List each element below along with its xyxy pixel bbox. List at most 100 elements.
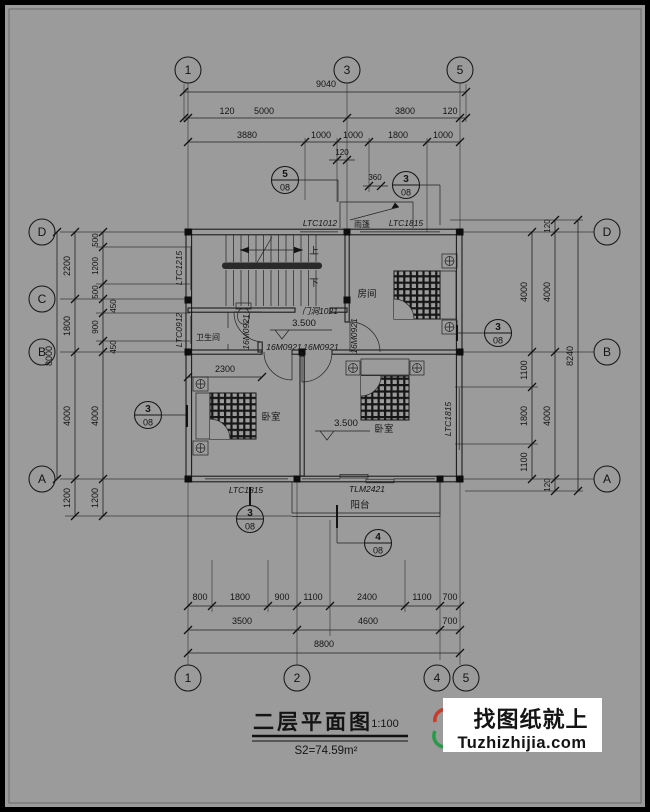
staircase bbox=[222, 235, 322, 306]
level-value: 3.500 bbox=[292, 318, 316, 329]
svg-text:B: B bbox=[38, 345, 46, 359]
svg-text:3: 3 bbox=[145, 404, 151, 415]
stair-handrail bbox=[222, 262, 322, 269]
dim: 700 bbox=[442, 592, 457, 602]
window-label: LTC1215 bbox=[174, 251, 184, 286]
watermark-site-link[interactable]: Tuzhizhijia.com bbox=[457, 734, 586, 752]
dim: 1100 bbox=[519, 360, 529, 379]
svg-text:A: A bbox=[38, 472, 46, 486]
detail-bubble: 308 bbox=[483, 318, 513, 348]
canopy-label: 雨篷 bbox=[354, 219, 370, 229]
svg-text:08: 08 bbox=[401, 188, 411, 198]
dim: 450 bbox=[109, 340, 118, 354]
svg-text:D: D bbox=[38, 225, 47, 239]
bed-fold bbox=[394, 299, 414, 319]
watermark-slogan: 找图纸就上 bbox=[473, 707, 588, 732]
dim: 1800 bbox=[230, 592, 250, 602]
bed-bedroom-right bbox=[345, 358, 425, 421]
svg-text:08: 08 bbox=[373, 546, 383, 556]
axis-bubble-bottom-5: 5 bbox=[452, 664, 480, 692]
dim: 1000 bbox=[343, 130, 363, 140]
axis-bubble-left-C: C bbox=[28, 285, 56, 313]
bedroom-label: 卧室 bbox=[261, 411, 280, 423]
drawing-scale: 1:100 bbox=[371, 718, 399, 730]
watermark-background bbox=[443, 698, 602, 752]
svg-text:08: 08 bbox=[280, 183, 290, 193]
window-label: LTC1012 bbox=[303, 218, 338, 228]
detail-bubble: 308 bbox=[391, 170, 421, 200]
dim: 120 bbox=[442, 106, 457, 116]
stair-arrow-icon bbox=[240, 246, 249, 254]
door-label: 16M0921 bbox=[303, 342, 339, 352]
opening-labels: LTC1012 雨篷 LTC1815 LTC1215 LTC0912 LTC18… bbox=[174, 218, 453, 495]
dim: 4000 bbox=[542, 282, 552, 302]
dim: 1100 bbox=[412, 592, 431, 602]
dim: 900 bbox=[91, 320, 100, 334]
door-label: 16M0921 bbox=[349, 318, 359, 354]
dim-right-total: 8240 bbox=[565, 346, 575, 366]
dim: 1800 bbox=[388, 130, 408, 140]
dim: 120 bbox=[543, 219, 552, 233]
svg-text:B: B bbox=[603, 345, 611, 359]
dim: 4000 bbox=[62, 406, 72, 426]
window-label: LTC0912 bbox=[174, 313, 184, 348]
svg-text:2: 2 bbox=[294, 671, 301, 685]
dim: 1200 bbox=[62, 488, 72, 508]
dim: 450 bbox=[109, 299, 118, 313]
dim-bed-wall: 2300 bbox=[215, 364, 235, 374]
dim-left-total: 8000 bbox=[44, 346, 54, 366]
dim: 500 bbox=[91, 285, 100, 299]
window-label: LTC1815 bbox=[389, 218, 424, 228]
door-label: 16M0921 bbox=[241, 314, 251, 350]
svg-text:08: 08 bbox=[493, 336, 503, 346]
level-marker-bedroom: 3.500 bbox=[315, 418, 370, 441]
dim: 1200 bbox=[91, 257, 100, 275]
dim: 1000 bbox=[311, 130, 331, 140]
svg-text:4: 4 bbox=[375, 532, 381, 543]
svg-text:3: 3 bbox=[495, 322, 501, 333]
canopy bbox=[339, 201, 414, 228]
dim-bottom-total: 8800 bbox=[314, 639, 334, 649]
bed-fold bbox=[210, 419, 230, 439]
window-label: LTC1815 bbox=[443, 402, 453, 437]
dim: 3880 bbox=[237, 130, 257, 140]
sliding-door-leaf bbox=[339, 474, 369, 479]
svg-text:08: 08 bbox=[143, 418, 153, 428]
room-label: 房间 bbox=[357, 288, 376, 300]
stair-down-label: 下 bbox=[309, 278, 319, 289]
dim: 2400 bbox=[357, 592, 377, 602]
balcony-label: 阳台 bbox=[350, 499, 369, 511]
axis-bubble-bottom-2: 2 bbox=[283, 664, 311, 692]
axis-bubble-top-3: 3 bbox=[333, 56, 361, 84]
balcony-railing bbox=[291, 481, 441, 517]
dim: 4000 bbox=[90, 406, 100, 426]
toilet-icon bbox=[235, 302, 252, 325]
axis-bubble-left-B: B bbox=[28, 338, 56, 366]
svg-text:3: 3 bbox=[403, 174, 409, 185]
axis-bubbles: 1 3 5 1 2 4 5 D C B A D B A bbox=[28, 56, 621, 692]
detail-bubbles: 508 308 308 308 308 408 bbox=[133, 165, 513, 558]
axis-bubble-left-D: D bbox=[28, 218, 56, 246]
svg-text:C: C bbox=[38, 292, 47, 306]
stair-break-line bbox=[254, 236, 273, 267]
dim: 500 bbox=[91, 233, 100, 247]
dim: 800 bbox=[192, 592, 207, 602]
axis-bubble-right-D: D bbox=[593, 218, 621, 246]
dim: 4000 bbox=[542, 406, 552, 426]
detail-bubble: 408 bbox=[363, 528, 393, 558]
dimension-texts: 9040 120 5000 3800 120 3880 1000 1000 18… bbox=[44, 79, 575, 649]
detail-bubble: 508 bbox=[270, 165, 300, 195]
dim: 1800 bbox=[62, 316, 72, 336]
watermark[interactable]: 找图纸就上 Tuzhizhijia.com bbox=[432, 698, 602, 752]
window-label: LTC1815 bbox=[229, 485, 264, 495]
dim: 1800 bbox=[519, 406, 529, 426]
dim: 1100 bbox=[519, 452, 529, 471]
axis-bubble-left-A: A bbox=[28, 465, 56, 493]
floor-area: S2=74.59m² bbox=[295, 745, 358, 757]
level-marker-hall: 3.500 bbox=[270, 318, 332, 340]
dim: 4600 bbox=[358, 616, 378, 626]
dim: 4000 bbox=[519, 282, 529, 302]
svg-text:3: 3 bbox=[247, 508, 253, 519]
